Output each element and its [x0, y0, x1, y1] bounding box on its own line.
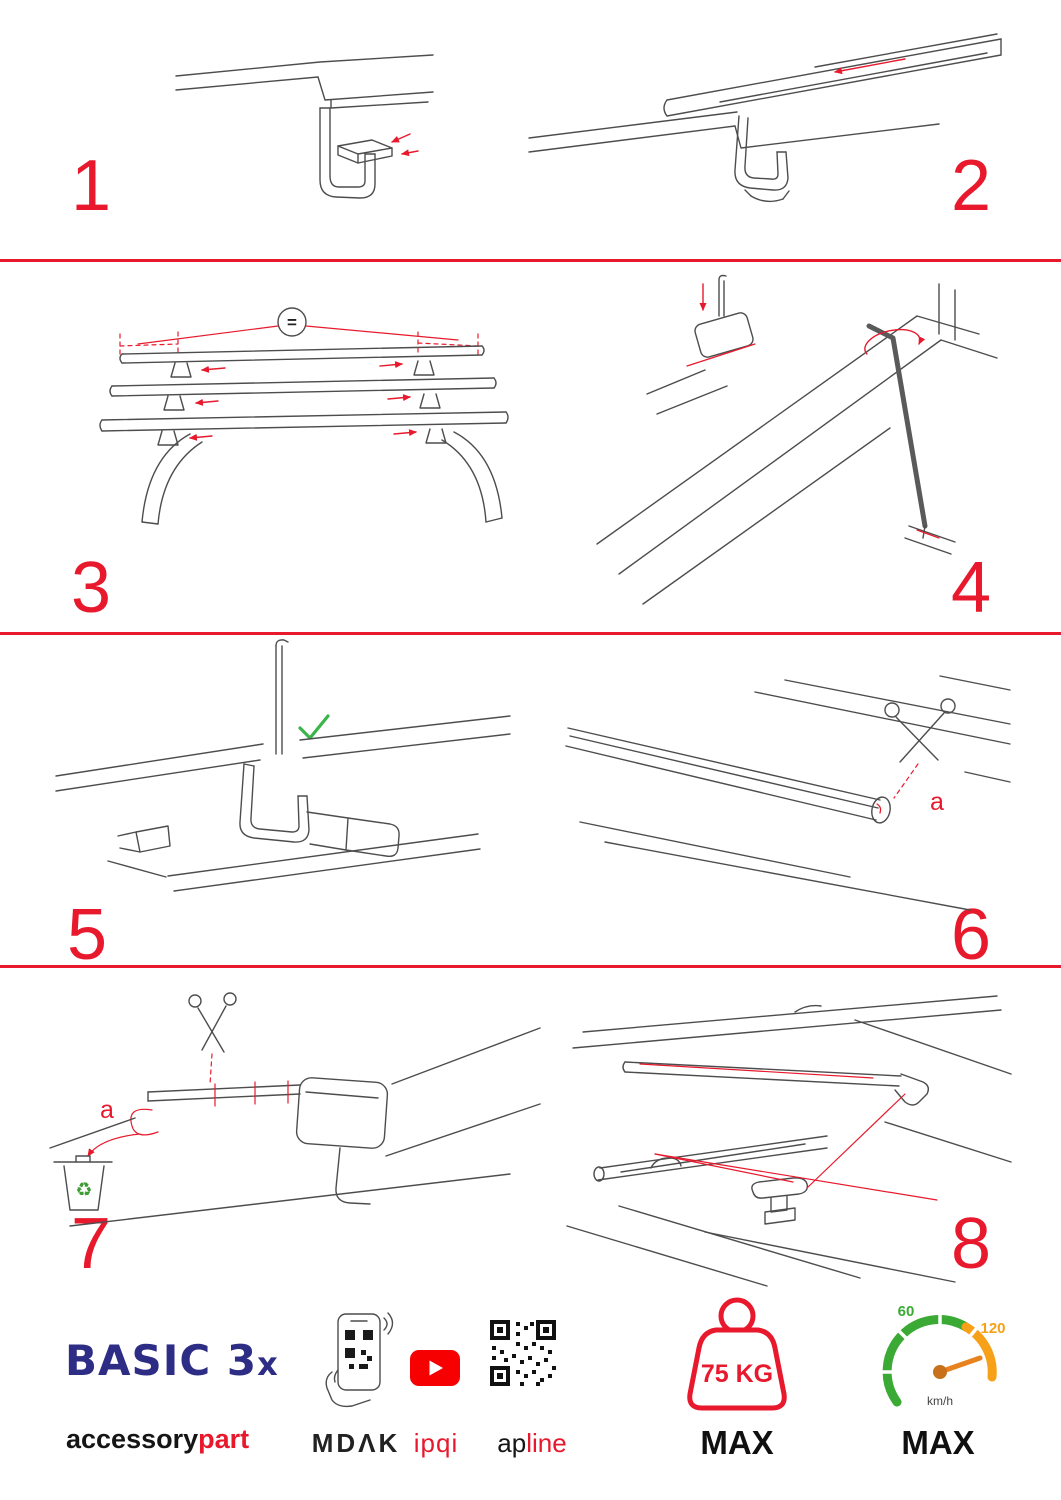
- youtube-icon: [410, 1350, 460, 1386]
- step-number-3: 3: [70, 548, 112, 628]
- partner-ipqi: ipqi: [413, 1428, 459, 1458]
- step-3-illustration: =: [99, 307, 509, 525]
- partner-apline-red: line: [526, 1428, 567, 1458]
- recycle-symbol-icon: ♻: [75, 1179, 92, 1201]
- section-divider: [0, 965, 1061, 968]
- product-qty: x: [257, 1345, 279, 1383]
- svg-text:=: =: [287, 313, 297, 332]
- speedometer-icon: 60 120 km/h: [880, 1303, 1006, 1408]
- section-divider: [0, 632, 1061, 635]
- step-1-illustration: [175, 54, 434, 199]
- speed-max-label: MAX: [901, 1424, 975, 1461]
- label-a: a: [100, 1096, 114, 1124]
- weight-value: 75 KG: [701, 1360, 773, 1388]
- product-title: BASIC 3x: [65, 1336, 279, 1385]
- scissors-icon: [884, 698, 956, 763]
- step-4-illustration: [596, 274, 998, 605]
- speed-unit-label: km/h: [927, 1394, 953, 1408]
- brand-name: accessorypart: [66, 1424, 249, 1455]
- partner-apline-black: ap: [497, 1428, 527, 1458]
- check-icon: [298, 714, 330, 740]
- phone-qr-icon: [325, 1312, 394, 1408]
- step-number-4: 4: [950, 548, 992, 628]
- t-bolt-adapter: [751, 1177, 809, 1225]
- scissors-icon: [188, 992, 237, 1053]
- product-name: BASIC 3: [65, 1336, 258, 1385]
- partner-mdak: MDΛK: [311, 1428, 401, 1458]
- step-number-5: 5: [66, 895, 108, 975]
- step-number-8: 8: [950, 1204, 992, 1284]
- speed-high-label: 120: [980, 1320, 1005, 1337]
- brand-name-red: part: [198, 1424, 250, 1454]
- step-number-1: 1: [70, 146, 112, 226]
- step-6-illustration: a: [565, 675, 1011, 911]
- weight-max-label: MAX: [700, 1424, 774, 1461]
- section-divider: [0, 259, 1061, 262]
- step-5-illustration: [55, 639, 511, 892]
- recycle-bin-icon: [53, 1155, 113, 1211]
- step-8-illustration: [566, 995, 1012, 1287]
- step-number-7: 7: [70, 1204, 112, 1284]
- speed-low-label: 60: [898, 1303, 915, 1320]
- brand-name-black: accessory: [66, 1424, 199, 1454]
- step-number-6: 6: [950, 895, 992, 975]
- step-number-2: 2: [950, 146, 992, 226]
- allen-key-icon: [864, 323, 928, 529]
- step-2-illustration: [528, 33, 1002, 203]
- step-7-illustration: a ♻: [49, 992, 541, 1227]
- equal-spacing-badge: =: [277, 307, 307, 337]
- qr-code-icon: [490, 1320, 556, 1386]
- partner-apline: apline: [482, 1428, 582, 1459]
- label-a: a: [930, 788, 944, 816]
- weight-limit-icon: 75 KG: [687, 1297, 787, 1411]
